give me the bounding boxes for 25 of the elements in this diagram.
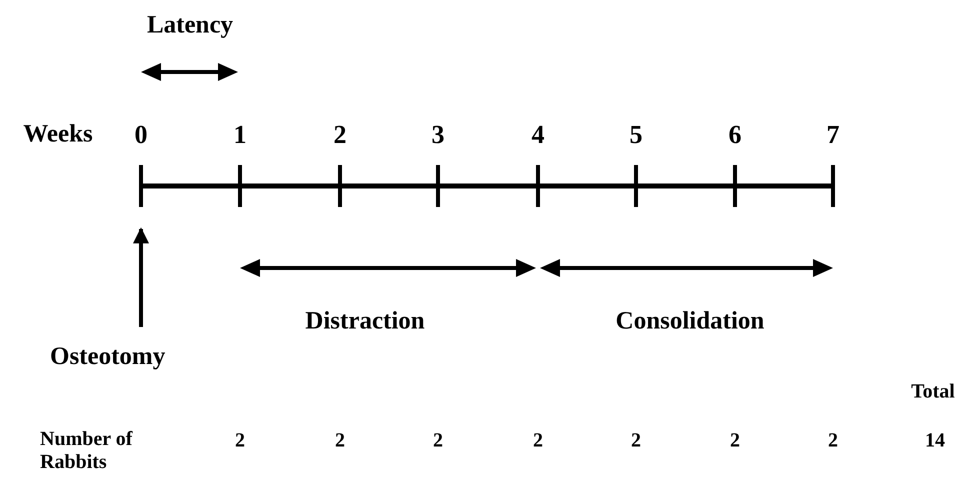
- text-label: 3: [432, 120, 444, 150]
- text-label: 6: [728, 120, 742, 150]
- arrow: [133, 227, 149, 327]
- timeline-axis: [138, 163, 836, 209]
- text-label: Distraction: [305, 308, 425, 336]
- text-label: 5: [630, 120, 642, 150]
- text-label: 0: [134, 120, 148, 150]
- text-label: 2: [828, 430, 838, 452]
- text-label: 1: [234, 120, 246, 150]
- text-label: Total: [911, 380, 955, 404]
- text-label: 4: [532, 120, 544, 150]
- text-label: Consolidation: [616, 308, 764, 336]
- text-label: Latency: [146, 12, 234, 40]
- text-label: 14: [925, 430, 945, 452]
- text-label: Number of Rabbits: [40, 428, 134, 474]
- text-label: 2: [533, 430, 543, 452]
- text-label: 7: [826, 120, 840, 150]
- event-label: Osteotomy: [50, 343, 166, 372]
- text-label: 2: [235, 430, 245, 452]
- text-label: 2: [335, 430, 345, 452]
- text-label: 2: [631, 430, 641, 452]
- text-label: 2: [730, 430, 740, 452]
- text-label: Weeks: [23, 120, 93, 150]
- text-label: 2: [433, 430, 443, 452]
- text-label: 2: [334, 120, 346, 150]
